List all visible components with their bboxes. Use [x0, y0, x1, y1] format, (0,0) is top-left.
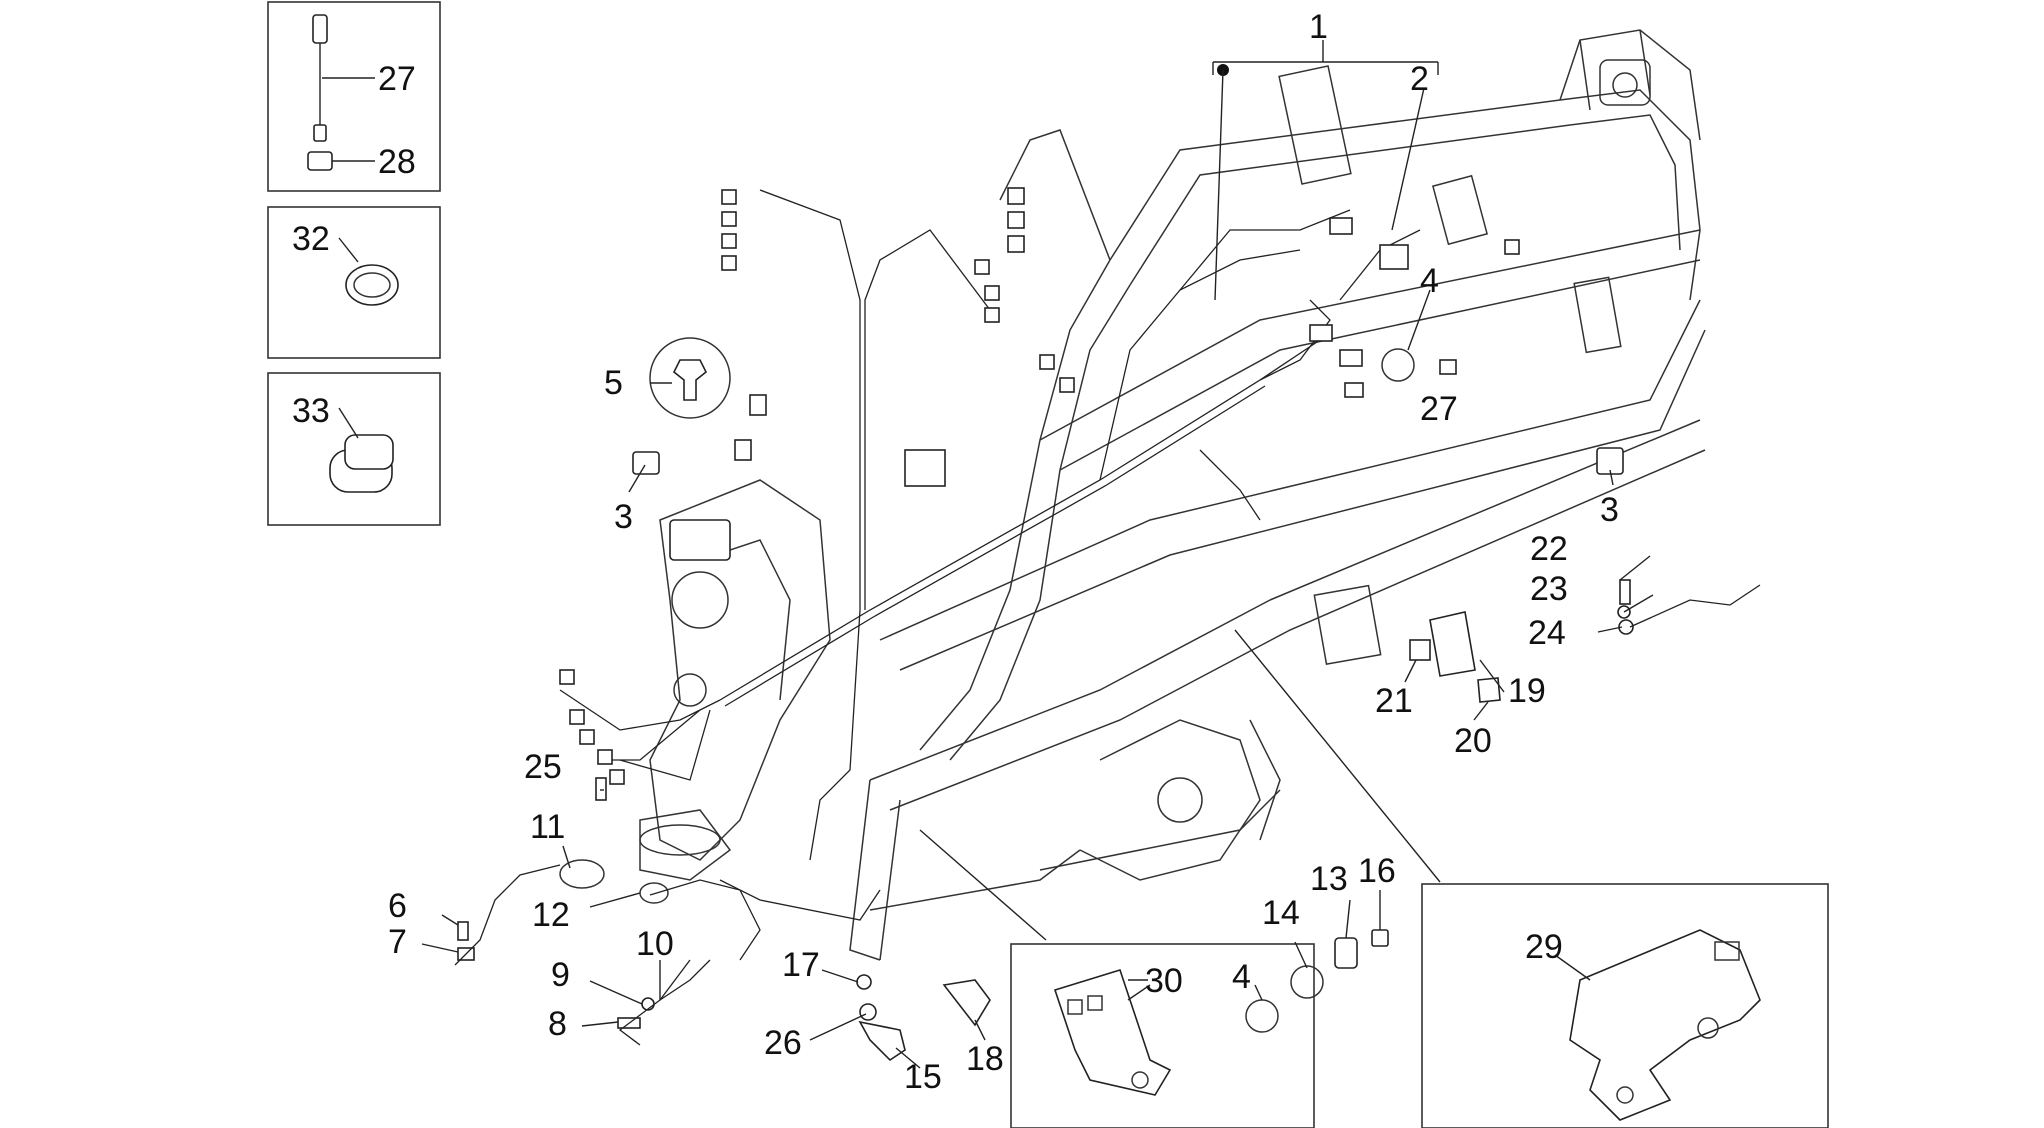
leader-lines: [421, 87, 1654, 1069]
callout-5: 5: [604, 364, 623, 402]
callout-labels: 1 2 3 3 4 4 5 6 7 8 9 10 11 12 13 14 15 …: [292, 8, 1619, 1096]
callout-13: 13: [1310, 860, 1348, 898]
callout-4-upper: 4: [1420, 262, 1439, 300]
wiring-harness: [559, 187, 1520, 921]
callout-3-left: 3: [614, 498, 633, 536]
callout-27: 27: [378, 60, 416, 98]
inset-box-30: [1010, 943, 1315, 1128]
callout-24: 24: [1528, 614, 1566, 652]
callout-25: 25: [524, 748, 562, 786]
callout-9: 9: [551, 956, 570, 994]
callout-12: 12: [532, 896, 570, 934]
callout-28: 28: [378, 143, 416, 181]
callout-11: 11: [530, 808, 565, 846]
callout-6: 6: [388, 887, 407, 925]
callout-30: 30: [1145, 962, 1183, 1000]
callout-4-lower: 4: [1232, 958, 1251, 996]
callout-32: 32: [292, 220, 330, 258]
callout-1-bracket: [1212, 40, 1439, 301]
callout-31: 29: [1525, 928, 1563, 966]
inset-box-33: [267, 372, 441, 526]
callout-15: 15: [904, 1058, 942, 1096]
callout-26: 26: [764, 1024, 802, 1062]
callout-22: 22: [1530, 530, 1568, 568]
callout-8: 8: [548, 1005, 567, 1043]
callout-23: 23: [1530, 570, 1568, 608]
callout-2: 2: [1410, 60, 1429, 98]
callout-29: 27: [1420, 390, 1458, 428]
callout-1: 1: [1309, 8, 1328, 46]
inset-box-27-28: [267, 1, 441, 192]
callout-20: 20: [1454, 722, 1492, 760]
callout-17: 17: [782, 946, 820, 984]
scooter-frame: [639, 29, 1706, 961]
inset-box-32: [267, 206, 441, 359]
callout-18: 18: [966, 1040, 1004, 1078]
callout-33: 33: [292, 392, 330, 430]
callout-14: 14: [1262, 894, 1300, 932]
loose-parts: [454, 337, 1761, 1062]
callout-16: 16: [1358, 852, 1396, 890]
callout-7: 7: [388, 923, 407, 961]
callout-3-right: 3: [1600, 491, 1619, 529]
callout-10: 10: [636, 925, 674, 963]
callout-19: 19: [1508, 672, 1546, 710]
callout-21: 21: [1375, 682, 1413, 720]
inset-box-31: [1421, 883, 1829, 1128]
